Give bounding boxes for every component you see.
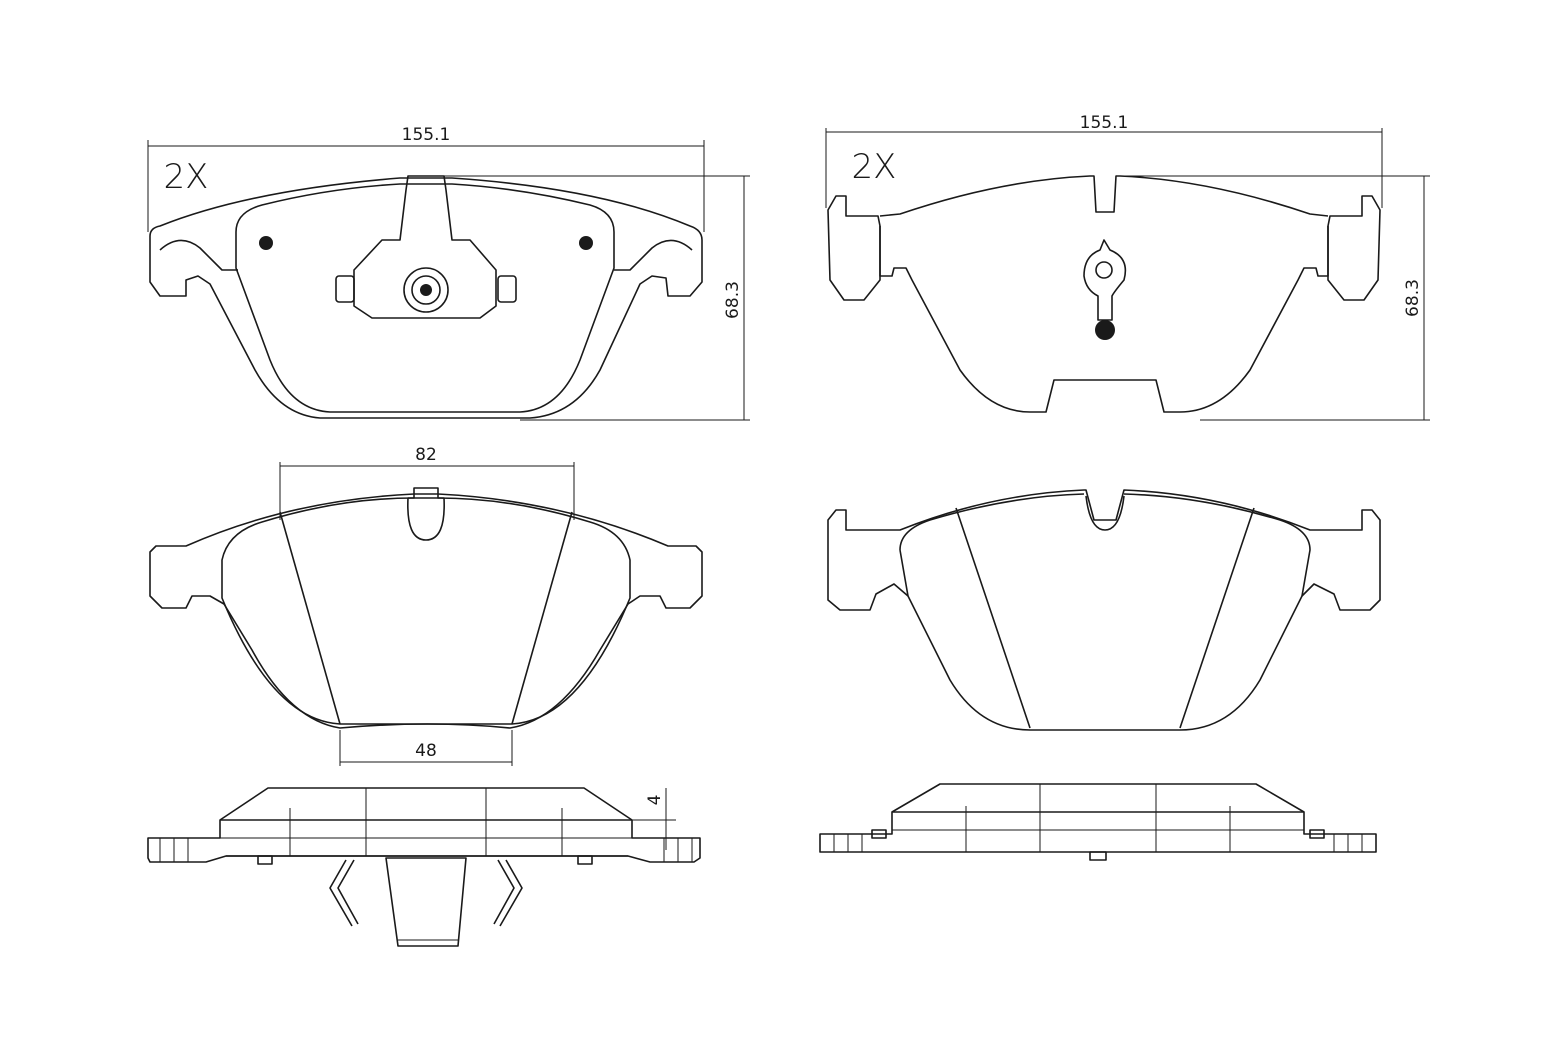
thickness-dimension: 4 xyxy=(645,795,665,806)
pad-friction-view-right xyxy=(827,489,1381,731)
height-dimension: 68.3 xyxy=(1403,279,1423,317)
pad-friction-view-left: 82 48 xyxy=(149,445,703,766)
pad-side-view-right xyxy=(819,783,1377,861)
rivet-dot xyxy=(259,236,273,250)
pad-side-view-left: 4 xyxy=(147,787,701,947)
top-width-dimension: 82 xyxy=(415,445,437,465)
quantity-label: 2X xyxy=(852,147,897,187)
width-dimension: 155.1 xyxy=(1080,113,1129,133)
pad-backing-view-left: 155.1 2X 68.3 xyxy=(147,125,750,421)
pad-backing-view-right: 155.1 2X 68.3 xyxy=(825,113,1430,421)
width-dimension: 155.1 xyxy=(402,125,451,145)
height-dimension: 68.3 xyxy=(723,281,743,319)
quantity-label: 2X xyxy=(164,157,209,197)
rivet-dot xyxy=(579,236,593,250)
bottom-width-dimension: 48 xyxy=(415,741,437,761)
